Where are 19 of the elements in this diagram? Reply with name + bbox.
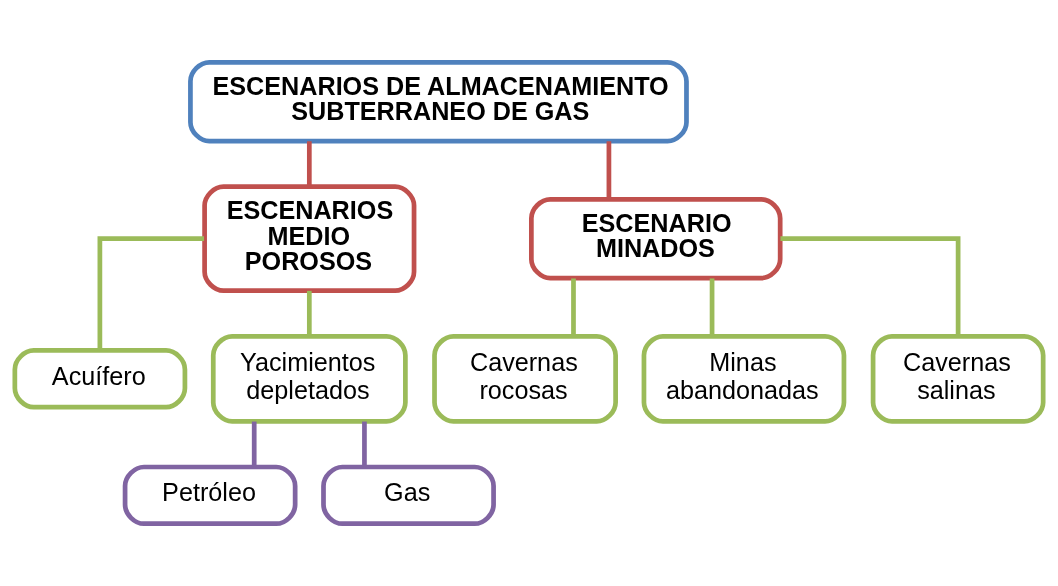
connector (606, 141, 612, 200)
connector (780, 236, 961, 336)
node-box: Petróleo (122, 464, 298, 527)
connector (306, 141, 312, 187)
connector (571, 278, 576, 336)
connector (251, 421, 257, 467)
node-box: Yacimientos depletados (210, 333, 408, 424)
node-box: Acuífero (12, 348, 188, 410)
connector (306, 290, 312, 337)
node-box: ESCENARIOS MEDIO POROSOS (202, 184, 417, 293)
connector (709, 278, 715, 336)
node-box: Cavernas rocosas (432, 333, 618, 424)
node-box: Gas (321, 464, 496, 527)
node-box: ESCENARIO MINADOS (529, 196, 783, 281)
connector (97, 236, 204, 351)
connector (362, 421, 367, 467)
node-box: Minas abandonadas (641, 333, 847, 424)
node-box: Cavernas salinas (870, 333, 1046, 424)
node-box: ESCENARIOS DE ALMACENAMIENTO SUBTERRANEO DE GAS (188, 59, 689, 144)
